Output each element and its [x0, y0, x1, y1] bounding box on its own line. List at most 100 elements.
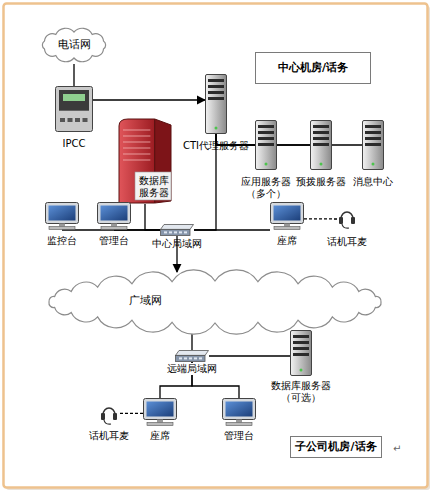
headset-ear [339, 217, 343, 224]
switch-front [176, 355, 206, 361]
switch-front [161, 229, 191, 235]
node-label: 电话网 [37, 26, 111, 64]
ipcc-device: IPCC [55, 86, 93, 132]
connector [194, 229, 270, 230]
switch-port [189, 357, 192, 359]
cabinet-vent [123, 160, 150, 161]
node-label: 座席 [262, 235, 312, 247]
drive-bay [258, 137, 274, 140]
cabinet-vent [123, 136, 150, 137]
pc-shape [222, 398, 256, 426]
cloud-node: 电话网 [37, 26, 111, 64]
workstation: 座席 [143, 398, 177, 426]
server-tower: CTI代理服务器 [205, 74, 227, 134]
monitor-base [274, 227, 300, 230]
monitor-base [101, 227, 127, 230]
connector [209, 355, 290, 356]
monitor-screen [274, 206, 301, 221]
switch-port [169, 231, 172, 233]
dashed-connector [118, 413, 143, 414]
area-box: 子公司机房/话务 [290, 436, 382, 458]
workstation: 座席 [270, 202, 304, 230]
drive-bay [258, 143, 274, 146]
monitor-neck [111, 224, 117, 227]
node-label: 管理台 [89, 235, 139, 247]
device-button [60, 118, 65, 122]
switch-top [161, 225, 194, 230]
tower-shape [362, 120, 384, 170]
monitor-base [226, 423, 252, 426]
drive-bay [313, 125, 329, 128]
workstation: 管理台 [97, 202, 131, 230]
node-label: CTI代理服务器 [166, 140, 266, 152]
headset-ear [101, 413, 105, 420]
headset-mic [342, 224, 349, 228]
area-title: 中心机房/话务 [256, 53, 370, 83]
drive-bay [208, 91, 224, 94]
server-body [291, 331, 312, 376]
drive-bay [313, 143, 329, 146]
node-label: 管理台 [214, 430, 264, 442]
switch-port [179, 357, 182, 359]
power-light [320, 163, 323, 166]
cabinet-vent [123, 142, 150, 143]
tower-shape [205, 74, 227, 134]
area-title: 子公司机房/话务 [291, 437, 381, 457]
connector [93, 99, 205, 100]
device-shape [55, 86, 93, 132]
switch-top [176, 351, 209, 356]
device-panel [59, 90, 89, 111]
node-label: 应用服务器 （多个） [236, 176, 296, 200]
cabinet-vent [123, 148, 150, 149]
node-label: 数据库服务器 （可选） [261, 380, 341, 404]
switch-port [164, 231, 167, 233]
headset-ear [351, 217, 355, 224]
hub-shape [175, 350, 209, 362]
monitor-bezel [223, 399, 256, 420]
workstation: 管理台 [222, 398, 256, 426]
tower-shape [255, 120, 277, 170]
lan-switch: 中心局域网 [160, 224, 194, 236]
tower-shape [310, 120, 332, 170]
monitor-screen [147, 402, 174, 417]
node-label: 话机耳麦 [319, 236, 375, 248]
drive-bay [208, 79, 224, 82]
drive-bay [365, 131, 381, 134]
headset-mic [104, 420, 111, 424]
drive-bay [365, 137, 381, 140]
monitor-screen [226, 402, 253, 417]
switch-port [199, 357, 202, 359]
node-label: 话机耳麦 [81, 430, 137, 442]
hub-shape [160, 224, 194, 236]
power-light [265, 163, 268, 166]
dashed-connector [304, 218, 338, 219]
drive-bay [293, 341, 309, 344]
device-button [83, 118, 88, 122]
server-tower: 应用服务器 （多个） [255, 120, 277, 170]
lan-switch: 远端局域网 [175, 350, 209, 362]
picture-frame [4, 4, 428, 488]
switch-port [184, 231, 187, 233]
drive-bay [293, 353, 309, 356]
paragraph-mark: ↵ [393, 443, 401, 454]
headset-shape [338, 208, 356, 230]
monitor-bezel [46, 203, 79, 224]
drive-bay [365, 143, 381, 146]
monitor-neck [284, 224, 290, 227]
node-label: 数据库 服务器 [137, 175, 171, 199]
drive-bay [208, 97, 224, 100]
cloud-shape [40, 272, 390, 332]
device-button [75, 118, 80, 122]
node-label: 远端局域网 [157, 363, 227, 375]
area-box: 中心机房/话务 [255, 52, 371, 84]
node-label: 预拨服务器 [291, 176, 351, 188]
monitor-screen [101, 206, 128, 221]
drive-bay [293, 347, 309, 350]
connector [73, 64, 74, 86]
drive-bay [293, 335, 309, 338]
database-cabinet: 数据库 服务器 [118, 118, 172, 204]
cloud-outline [49, 270, 381, 334]
node-label: IPCC [49, 138, 99, 150]
monitor-bezel [271, 203, 304, 224]
drive-bay [365, 125, 381, 128]
